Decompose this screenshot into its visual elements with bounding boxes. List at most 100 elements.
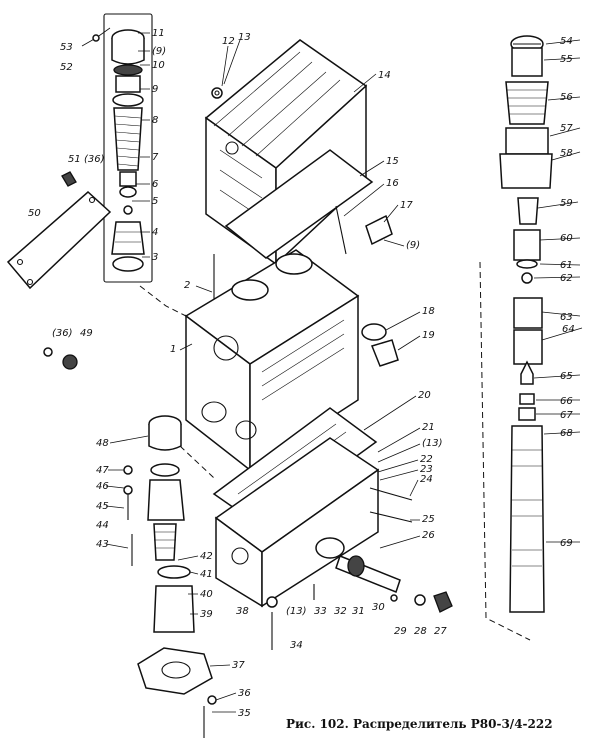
label-17: 17 [400, 200, 413, 211]
label-58: 58 [560, 148, 573, 159]
part-56-spring [505, 81, 549, 125]
part-15-gasket [224, 149, 374, 259]
body-port-1 [213, 335, 239, 361]
label-6: 6 [152, 179, 158, 190]
cover-hole-3 [26, 278, 34, 286]
part-59-spring [517, 197, 539, 225]
label-36: 36 [238, 688, 251, 699]
dash-left-to-body [139, 285, 187, 317]
label-29: 29 [394, 626, 407, 637]
label-57: 57 [560, 123, 573, 134]
label-45: 45 [96, 501, 109, 512]
cover-port [225, 141, 239, 155]
part-18-oring [361, 323, 387, 341]
label-16: 16 [386, 178, 399, 189]
part-63-body [513, 297, 543, 329]
part-68-69-spool [509, 425, 545, 613]
label-25: 25 [422, 514, 435, 525]
label-11: 11 [152, 28, 165, 39]
part-48-cap [148, 424, 182, 451]
part-1-body-side [249, 294, 359, 472]
part-36-washer [207, 695, 217, 705]
part-50-cover-plate [6, 190, 112, 290]
part-52-seal [92, 34, 100, 42]
lower-body [212, 407, 453, 650]
label-8: 8 [152, 115, 158, 126]
label-23: 23 [420, 464, 433, 475]
part-55-nut [511, 47, 543, 77]
right-valve [499, 35, 553, 613]
part-17-fitting [365, 214, 393, 246]
label-38: 38 [236, 606, 249, 617]
label-28: 28 [414, 626, 427, 637]
label-46: 46 [96, 481, 109, 492]
part-30-pin [390, 594, 398, 602]
label-14: 14 [378, 70, 391, 81]
label-10: 10 [152, 60, 165, 71]
part-10-nut [115, 75, 141, 93]
stack-frame [103, 13, 153, 283]
label-27: 27 [434, 626, 447, 637]
part-37-flange [137, 647, 213, 695]
part-41-ring [157, 565, 191, 579]
part-25-rod [369, 511, 413, 523]
label-13-paren-bottom: (13) [286, 606, 307, 617]
part-39-sleeve [153, 585, 195, 633]
part-42-spring [153, 523, 177, 561]
label-5: 5 [152, 196, 158, 207]
cover-hole-2 [88, 196, 96, 204]
label-30: 30 [372, 602, 385, 613]
label-63: 63 [560, 312, 573, 323]
label-13-paren: (13) [422, 438, 443, 449]
label-64: 64 [562, 324, 575, 335]
part-47-washer [123, 465, 133, 475]
part-65-needle [520, 360, 534, 385]
part-8-coils [114, 115, 142, 167]
label-36-paren-top: (36) [84, 154, 105, 165]
label-20: 20 [418, 390, 431, 401]
label-44: 44 [96, 520, 109, 531]
label-24: 24 [420, 474, 433, 485]
part-57-ring [505, 127, 549, 155]
part-38-body-side [261, 468, 379, 608]
figure-caption: Рис. 102. Распределитель Р80-3/4-222 [286, 717, 553, 731]
label-36-paren-bottom: (36) [52, 328, 73, 339]
label-1: 1 [170, 344, 176, 355]
left-valve-stack [81, 13, 153, 283]
body-texture [261, 319, 345, 401]
label-21: 21 [422, 422, 435, 433]
assembly-lines [139, 261, 531, 641]
part-62-ball [521, 272, 533, 284]
part-46-washer [150, 463, 180, 477]
spool-lands [512, 449, 542, 567]
label-59: 59 [560, 198, 573, 209]
part-12-washer [211, 87, 223, 99]
part-11-cap [111, 38, 145, 65]
label-9-paren-right: (9) [406, 240, 420, 251]
label-50: 50 [28, 208, 41, 219]
label-22: 22 [420, 454, 433, 465]
part-49-nut [62, 354, 78, 370]
part-3-plug [112, 256, 144, 272]
label-62: 62 [560, 273, 573, 284]
label-54: 54 [560, 36, 573, 47]
label-3: 3 [152, 252, 158, 263]
part-28-washer [414, 594, 426, 606]
part-58-housing [499, 153, 553, 189]
label-7: 7 [152, 152, 159, 163]
part-29-shaft [335, 555, 401, 593]
label-12: 12 [222, 36, 235, 47]
label-43: 43 [96, 539, 109, 550]
cover-hole-1 [16, 258, 24, 266]
part-67-seal [518, 407, 536, 421]
dash-lower-stack [179, 445, 215, 479]
part-27-nut [433, 591, 453, 613]
main-body [184, 249, 399, 472]
label-37: 37 [232, 660, 245, 671]
label-39: 39 [200, 609, 213, 620]
label-55: 55 [560, 54, 573, 65]
label-51: 51 [68, 154, 81, 165]
label-53: 53 [60, 42, 73, 53]
